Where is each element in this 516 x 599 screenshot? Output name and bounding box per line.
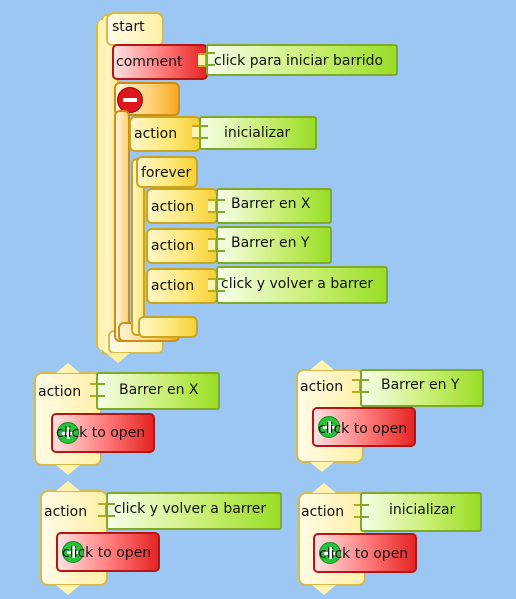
forever-label: forever — [141, 165, 192, 181]
action-label: action — [134, 126, 178, 142]
block-1-text[interactable] — [96, 372, 220, 410]
comment-label: comment — [116, 54, 183, 70]
block-2-label: Barrer en Y — [381, 377, 460, 393]
forever-action-3-label: click y volver a barrer — [221, 276, 374, 292]
block-2-text[interactable] — [360, 369, 484, 407]
block-1-label: Barrer en X — [119, 382, 199, 398]
init-text: inicializar — [224, 125, 291, 141]
plus-circle-icon[interactable] — [62, 541, 84, 563]
plus-circle-icon[interactable] — [318, 416, 340, 438]
plus-circle-icon[interactable] — [319, 542, 341, 564]
block-3-label: click y volver a barrer — [114, 501, 267, 517]
open-label: click to open — [62, 545, 152, 561]
block-3-text[interactable] — [106, 492, 282, 530]
open-label: click to open — [318, 421, 408, 437]
start-label: start — [112, 19, 145, 35]
block-4-label: inicializar — [389, 502, 456, 518]
click-to-open-button[interactable] — [312, 407, 416, 447]
comment-text: click para iniciar barrido — [214, 53, 384, 69]
init-text-field[interactable] — [199, 116, 317, 150]
comment-text-field[interactable] — [206, 44, 398, 76]
forever-action-3-text[interactable] — [216, 266, 388, 304]
forever-action-2-label: Barrer en Y — [231, 235, 310, 251]
action-label: action — [151, 238, 195, 254]
action-label: action — [44, 504, 88, 520]
action-label: action — [151, 278, 195, 294]
block-4-text[interactable] — [360, 492, 482, 532]
forever-action-2-text[interactable] — [216, 226, 332, 264]
minus-circle-icon[interactable] — [117, 87, 143, 113]
action-label: action — [301, 504, 345, 520]
forever-action-1-label: Barrer en X — [231, 196, 311, 212]
action-label: action — [38, 384, 82, 400]
action-label: action — [151, 199, 195, 215]
open-label: click to open — [319, 546, 409, 562]
open-label: click to open — [56, 425, 146, 441]
action-label: action — [300, 379, 344, 395]
forever-action-1-text[interactable] — [216, 188, 332, 224]
plus-circle-icon[interactable] — [57, 422, 79, 444]
